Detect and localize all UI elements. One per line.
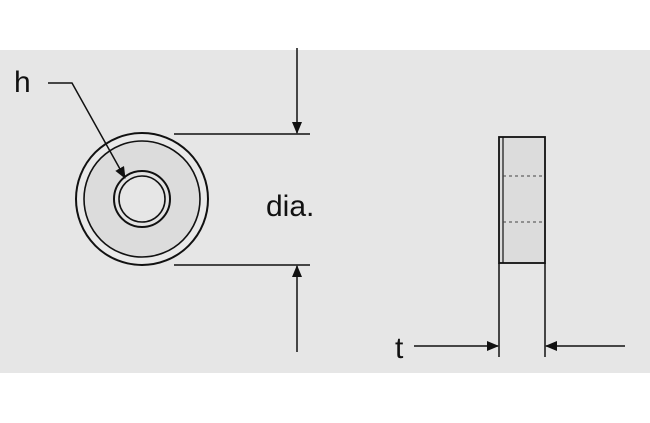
washer-hole (118, 175, 166, 223)
washer-front-view (75, 132, 209, 266)
washer-side-view (498, 136, 546, 264)
thickness-label: t (395, 332, 404, 365)
hole-leader (48, 82, 126, 179)
washer-side-body (498, 136, 546, 264)
hole-label: h (14, 66, 31, 99)
diameter-label: dia. (266, 190, 314, 223)
